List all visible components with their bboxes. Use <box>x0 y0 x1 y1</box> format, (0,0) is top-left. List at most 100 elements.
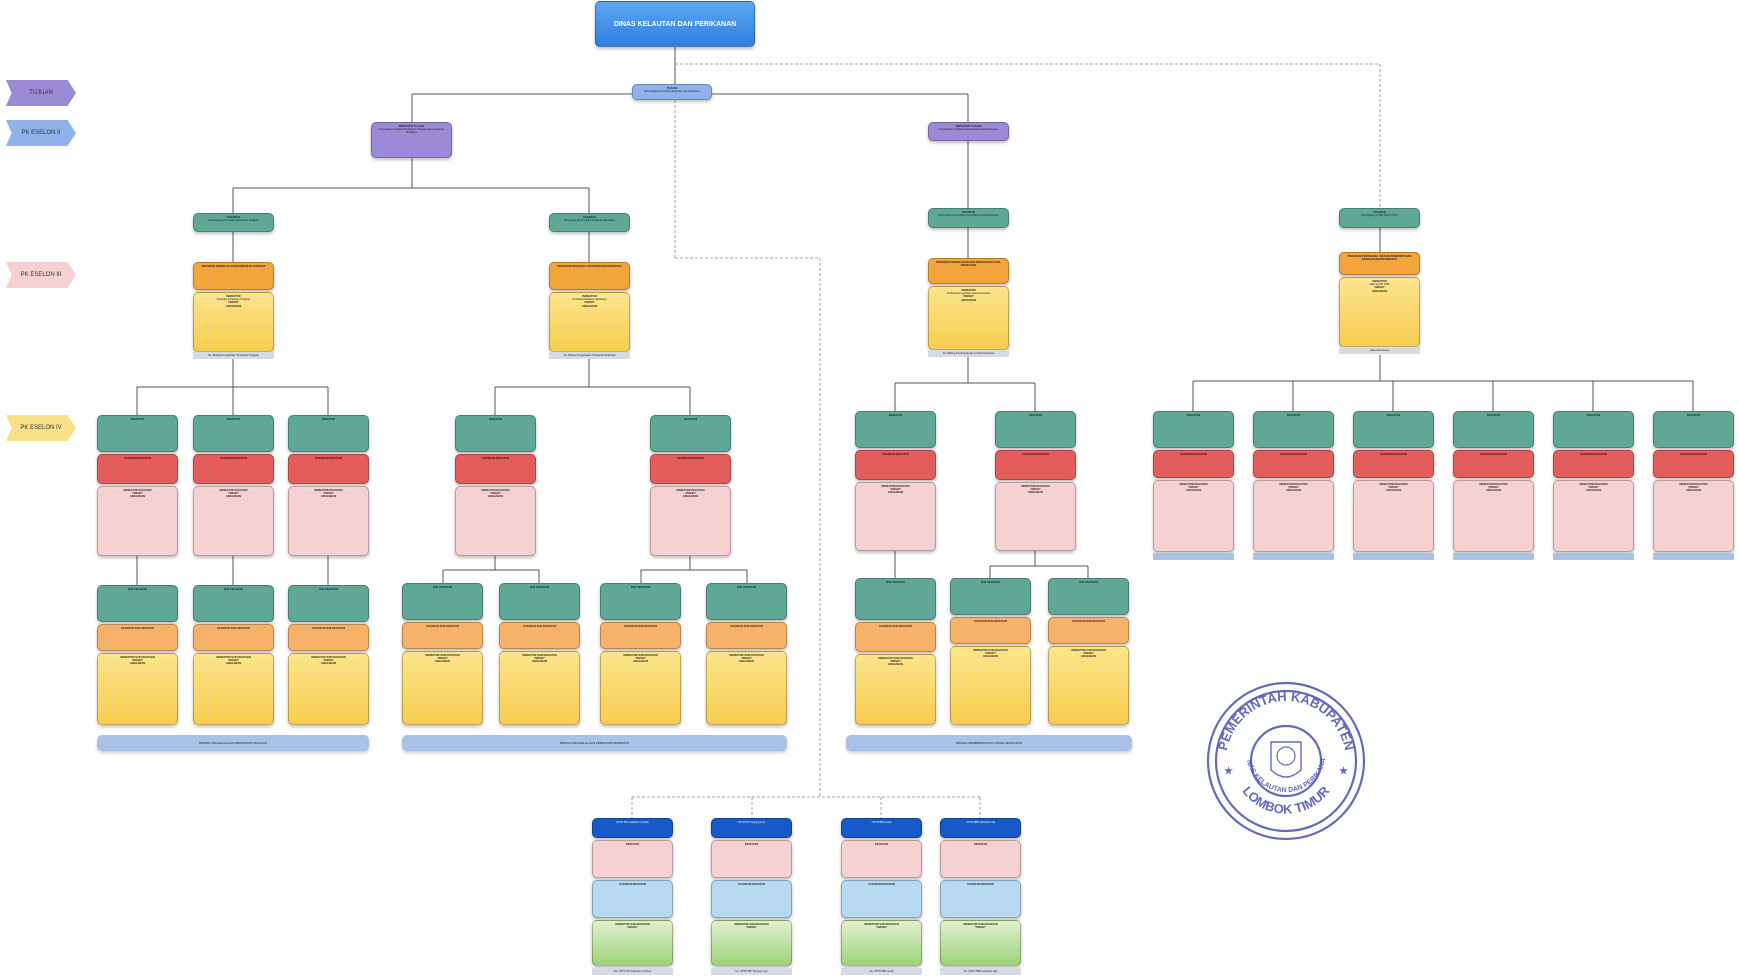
sasaran-sub-box: SASARAN SUB KEGIATAN <box>706 622 787 649</box>
sasaran-kegiatan-label: SASARAN KEGIATAN <box>482 457 509 460</box>
sub-kegiatan-label: SUB KEGIATAN <box>529 586 550 589</box>
uptd-kegiatan: KEGIATAN <box>841 840 922 878</box>
indikator-sub-label: INDIKATOR SUB KEGIATAN <box>425 654 460 657</box>
anggaran-label: ANGGARAN <box>320 662 337 666</box>
sasaran-kegiatan-box: SASARAN KEGIATAN <box>1553 450 1634 478</box>
sub-kegiatan-label: SUB KEGIATAN <box>736 586 757 589</box>
sasaran-title: SASARAN <box>1373 211 1386 214</box>
target-label: TARGET <box>534 657 545 661</box>
sub-kegiatan-box: SUB KEGIATAN <box>97 585 178 622</box>
program-ind-label: INDIKATOR <box>1372 280 1387 283</box>
uptd-kegiatan: KEGIATAN <box>592 840 673 878</box>
sasaran-title: SASARAN <box>962 211 975 214</box>
target-label: TARGET <box>228 659 239 663</box>
indikator-kegiatan-label: INDIKATOR KEGIATAN <box>1479 483 1508 486</box>
program-target-label: TARGET <box>584 301 595 305</box>
target-label: TARGET <box>1588 486 1599 490</box>
anggaran-label: ANGGARAN <box>225 495 242 499</box>
uptd-caption: Ka. UPTD BBI Lenek <box>841 968 922 975</box>
target-label: TARGET <box>323 492 334 496</box>
sasaran-kegiatan-box: SASARAN KEGIATAN <box>455 454 536 484</box>
kegiatan-box: KEGIATAN <box>1453 411 1534 448</box>
uptd-title: UPTD PPI Tanjung Luar <box>711 818 792 838</box>
uptd-caption: Ka. UPTD BBP Labuhan Haji <box>940 968 1021 975</box>
sasaran-kegiatan-box: SASARAN KEGIATAN <box>1653 450 1734 478</box>
sasaran-kegiatan-label: SASARAN KEGIATAN <box>220 457 247 460</box>
kegiatan-label: KEGIATAN <box>888 414 903 417</box>
legend-eselon-4: PK ESELON IV <box>6 415 76 441</box>
target-label: TARGET <box>890 488 901 492</box>
sasaran-sub-label: SASARAN SUB KEGIATAN <box>312 627 345 630</box>
sasaran-kegiatan-label: SASARAN KEGIATAN <box>677 457 704 460</box>
target-label: TARGET <box>1030 488 1041 492</box>
target-label: TARGET <box>1288 486 1299 490</box>
kegiatan-label: KEGIATAN <box>1486 414 1501 417</box>
indikator-kegiatan-label: INDIKATOR KEGIATAN <box>481 489 510 492</box>
sasaran-kegiatan-label: SASARAN KEGIATAN <box>1180 453 1207 456</box>
indikator-sub-label: INDIKATOR SUB KEGIATAN <box>522 654 557 657</box>
sub-kegiatan-label: SUB KEGIATAN <box>980 581 1001 584</box>
sasaran-kegiatan-box: SASARAN KEGIATAN <box>97 454 178 484</box>
kegiatan-caption <box>1553 553 1634 560</box>
indikator-kegiatan-label: INDIKATOR KEGIATAN <box>676 489 705 492</box>
kegiatan-label: KEGIATAN <box>1386 414 1401 417</box>
target-label: TARGET <box>1083 652 1094 656</box>
kegiatan-caption <box>1253 553 1334 560</box>
uptd-kegiatan-label: KEGIATAN <box>744 843 759 846</box>
kegiatan-box: KEGIATAN <box>288 415 369 452</box>
indikator-sub-label: INDIKATOR SUB KEGIATAN <box>729 654 764 657</box>
target-label: TARGET <box>437 657 448 661</box>
tujuan-title: TUJUAN <box>666 87 678 90</box>
sasaran-kegiatan-label: SASARAN KEGIATAN <box>1380 453 1407 456</box>
sub-kegiatan-label: SUB KEGIATAN <box>223 588 244 591</box>
legend-tujuan: TUJUAN <box>6 80 76 106</box>
sub-kegiatan-box: SUB KEGIATAN <box>706 583 787 620</box>
indikator-kegiatan-label: INDIKATOR KEGIATAN <box>123 489 152 492</box>
sasaran-kegiatan-box: SASARAN KEGIATAN <box>855 450 936 480</box>
tujuan-text: Meningkatkan Produksi Kelautan dan Perik… <box>644 90 700 94</box>
sasaran-kegiatan-box: SASARAN KEGIATAN <box>1153 450 1234 478</box>
indikator-text: Peningkatan Produksi Pengolahan Hasil Pe… <box>939 128 998 132</box>
kegiatan-label: KEGIATAN <box>488 418 503 421</box>
sasaran-kegiatan-box: SASARAN KEGIATAN <box>1453 450 1534 478</box>
uptd-target-label: TARGET <box>876 926 887 930</box>
anggaran-label: ANGGARAN <box>887 491 904 495</box>
sasaran-sub-box: SASARAN SUB KEGIATAN <box>499 622 580 649</box>
sub-kegiatan-box: SUB KEGIATAN <box>499 583 580 620</box>
indikator-sub-label: INDIKATOR SUB KEGIATAN <box>973 649 1008 652</box>
anggaran-label: ANGGARAN <box>531 660 548 664</box>
program-target-label: TARGET <box>228 301 239 305</box>
target-label: TARGET <box>228 492 239 496</box>
sasaran-title: SASARAN <box>583 216 596 219</box>
sasaran-kegiatan-label: SASARAN KEGIATAN <box>1280 453 1307 456</box>
uptd-indikator-label: INDIKATOR SUB KEGIATAN <box>734 923 769 926</box>
target-label: TARGET <box>132 659 143 663</box>
sasaran-sub-box: SASARAN SUB KEGIATAN <box>288 624 369 651</box>
sasaran-kegiatan-label: SASARAN KEGIATAN <box>1022 453 1049 456</box>
target-label: TARGET <box>1488 486 1499 490</box>
indikator-tujuan-right: INDIKATOR TUJUAN Peningkatan Produksi Pe… <box>928 122 1009 141</box>
sasaran-kegiatan-box: SASARAN KEGIATAN <box>995 450 1076 480</box>
indikator-kegiatan-label: INDIKATOR KEGIATAN <box>1179 483 1208 486</box>
kegiatan-box: KEGIATAN <box>1353 411 1434 448</box>
sub-kegiatan-label: SUB KEGIATAN <box>127 588 148 591</box>
kegiatan-box: KEGIATAN <box>650 415 731 452</box>
sub-kegiatan-box: SUB KEGIATAN <box>402 583 483 620</box>
sub-kegiatan-box: SUB KEGIATAN <box>950 578 1031 615</box>
anggaran-label: ANGGARAN <box>982 655 999 659</box>
sub-kegiatan-box: SUB KEGIATAN <box>193 585 274 622</box>
anggaran-label: ANGGARAN <box>887 663 904 667</box>
uptd-sasaran-label: SASARAN KEGIATAN <box>738 883 765 886</box>
